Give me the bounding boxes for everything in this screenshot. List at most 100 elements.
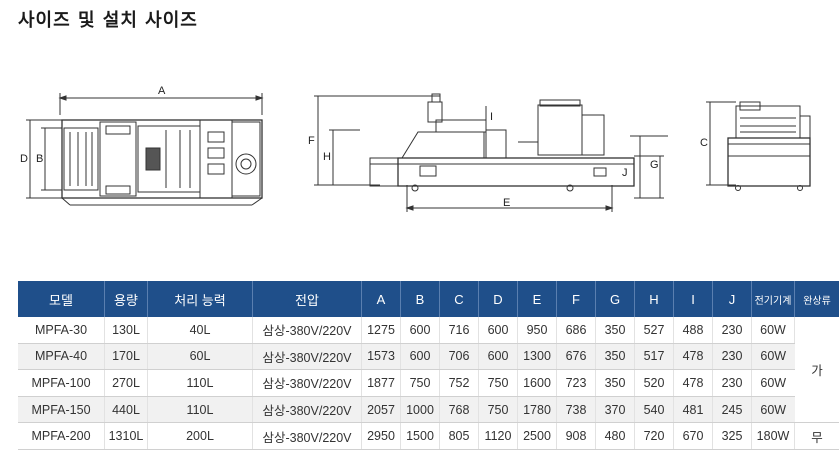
- cell-rinse-group2: 무: [794, 422, 839, 450]
- cell-g: 480: [595, 422, 635, 450]
- cell-e: 1780: [517, 396, 557, 424]
- header-b: B: [400, 281, 440, 317]
- side-view-drawing: [314, 93, 668, 212]
- cell-d: 1120: [478, 422, 518, 450]
- cell-h: 517: [634, 343, 674, 371]
- header-h: H: [634, 281, 674, 317]
- cell-c: 752: [439, 369, 479, 397]
- dim-label-d: D: [20, 153, 28, 165]
- header-g: G: [595, 281, 635, 317]
- header-motor: 전기기계: [751, 281, 795, 317]
- cell-h: 540: [634, 396, 674, 424]
- page-title: 사이즈 및 설치 사이즈: [18, 10, 198, 31]
- cell-f: 676: [556, 343, 596, 371]
- table-row: MPFA-100 270L 110L 삼상-380V/220V 1877 750…: [18, 369, 839, 397]
- cell-motor: 60W: [751, 317, 795, 344]
- cell-f: 686: [556, 317, 596, 344]
- table-row: MPFA-200 1310L 200L 삼상-380V/220V 2950 15…: [18, 422, 839, 450]
- cell-a: 2950: [361, 422, 401, 450]
- table-row: MPFA-30 130L 40L 삼상-380V/220V 1275 600 7…: [18, 317, 839, 424]
- cell-i: 670: [673, 422, 713, 450]
- cell-a: 1275: [361, 317, 401, 344]
- cell-h: 527: [634, 317, 674, 344]
- dim-label-g: G: [650, 159, 659, 171]
- spec-table: 모델 용량 처리 능력 전압 A B C D E F G H I J 전기기계 …: [18, 281, 839, 450]
- cell-g: 350: [595, 317, 635, 344]
- cell-capacity: 270L: [104, 369, 148, 397]
- cell-j: 230: [712, 369, 752, 397]
- dim-label-i: I: [490, 111, 493, 123]
- header-voltage: 전압: [252, 281, 362, 317]
- cell-h: 520: [634, 369, 674, 397]
- cell-j: 325: [712, 422, 752, 450]
- cell-i: 478: [673, 343, 713, 371]
- cell-a: 1877: [361, 369, 401, 397]
- cell-b: 750: [400, 369, 440, 397]
- technical-drawings: A D B F H I E J G C: [0, 60, 839, 230]
- cell-b: 1500: [400, 422, 440, 450]
- cell-b: 600: [400, 317, 440, 344]
- table-header-row: 모델 용량 처리 능력 전압 A B C D E F G H I J 전기기계 …: [18, 281, 839, 317]
- header-f: F: [556, 281, 596, 317]
- cell-throughput: 110L: [147, 369, 253, 397]
- dim-label-e: E: [503, 197, 510, 209]
- cell-b: 1000: [400, 396, 440, 424]
- cell-c: 805: [439, 422, 479, 450]
- header-i: I: [673, 281, 713, 317]
- cell-motor: 180W: [751, 422, 795, 450]
- cell-model: MPFA-200: [18, 422, 105, 450]
- table-row: MPFA-150 440L 110L 삼상-380V/220V 2057 100…: [18, 396, 839, 424]
- header-e: E: [517, 281, 557, 317]
- cell-voltage: 삼상-380V/220V: [252, 369, 362, 397]
- cell-i: 478: [673, 369, 713, 397]
- dim-label-a: A: [158, 85, 166, 97]
- cell-model: MPFA-30: [18, 317, 105, 344]
- header-model: 모델: [18, 281, 105, 317]
- cell-d: 750: [478, 369, 518, 397]
- cell-throughput: 110L: [147, 396, 253, 424]
- cell-d: 750: [478, 396, 518, 424]
- dim-label-f: F: [308, 135, 315, 147]
- cell-model: MPFA-100: [18, 369, 105, 397]
- header-a: A: [361, 281, 401, 317]
- cell-e: 1600: [517, 369, 557, 397]
- cell-d: 600: [478, 343, 518, 371]
- header-throughput: 처리 능력: [147, 281, 253, 317]
- cell-j: 230: [712, 343, 752, 371]
- dim-label-c: C: [700, 137, 708, 149]
- cell-b: 600: [400, 343, 440, 371]
- cell-f: 908: [556, 422, 596, 450]
- cell-c: 768: [439, 396, 479, 424]
- cell-i: 481: [673, 396, 713, 424]
- cell-model: MPFA-40: [18, 343, 105, 371]
- cell-motor: 60W: [751, 396, 795, 424]
- cell-throughput: 40L: [147, 317, 253, 344]
- cell-g: 350: [595, 343, 635, 371]
- cell-voltage: 삼상-380V/220V: [252, 396, 362, 424]
- cell-e: 2500: [517, 422, 557, 450]
- cell-e: 950: [517, 317, 557, 344]
- cell-capacity: 170L: [104, 343, 148, 371]
- front-view-drawing: [706, 101, 811, 191]
- cell-d: 600: [478, 317, 518, 344]
- cell-motor: 60W: [751, 343, 795, 371]
- cell-capacity: 1310L: [104, 422, 148, 450]
- header-c: C: [439, 281, 479, 317]
- cell-f: 723: [556, 369, 596, 397]
- cell-a: 2057: [361, 396, 401, 424]
- top-view-drawing: [26, 93, 264, 206]
- cell-g: 350: [595, 369, 635, 397]
- cell-j: 230: [712, 317, 752, 344]
- cell-a: 1573: [361, 343, 401, 371]
- dim-label-b: B: [36, 153, 43, 165]
- cell-c: 706: [439, 343, 479, 371]
- cell-capacity: 130L: [104, 317, 148, 344]
- cell-h: 720: [634, 422, 674, 450]
- cell-rinse-group1: 가: [794, 317, 839, 424]
- header-capacity: 용량: [104, 281, 148, 317]
- dim-label-j: J: [622, 167, 628, 179]
- cell-voltage: 삼상-380V/220V: [252, 317, 362, 344]
- cell-throughput: 60L: [147, 343, 253, 371]
- cell-motor: 60W: [751, 369, 795, 397]
- cell-e: 1300: [517, 343, 557, 371]
